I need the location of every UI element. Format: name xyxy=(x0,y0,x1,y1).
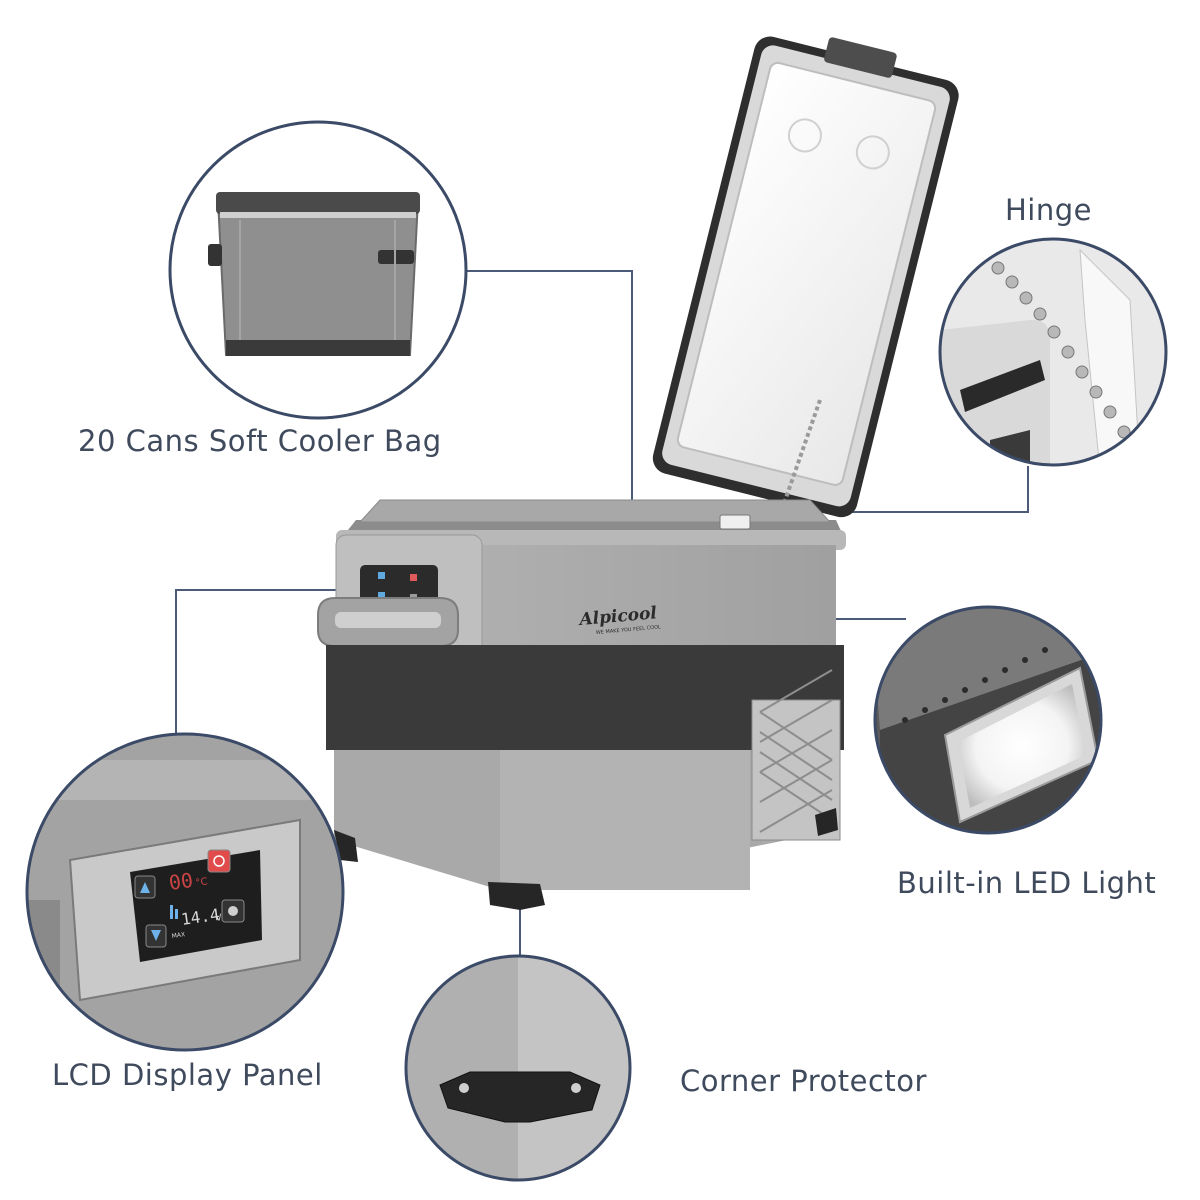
corner-left xyxy=(334,830,358,862)
corner-right xyxy=(815,808,838,836)
lcd-voltage-unit: V xyxy=(215,913,223,924)
bag-callout-circle xyxy=(168,120,468,420)
lcd-callout-circle: 00 °C 14.4 V MAX xyxy=(25,732,345,1052)
brand-tagline: WE MAKE YOU FEEL COOL xyxy=(596,624,662,636)
power-button xyxy=(207,849,231,873)
callout-line-bag xyxy=(466,270,633,513)
callout-line-hinge xyxy=(780,466,1029,513)
corner-protector-label: Corner Protector xyxy=(680,1064,927,1098)
lcd-temperature-readout: 00 xyxy=(167,868,194,895)
lcd-mode-label: MAX xyxy=(171,931,185,940)
led-light-label: Built-in LED Light xyxy=(897,866,1157,900)
arrow-down-icon xyxy=(151,930,161,941)
lcd-temperature-unit: °C xyxy=(195,876,208,889)
soft-cooler-bag-label: 20 Cans Soft Cooler Bag xyxy=(78,424,442,458)
corner-front xyxy=(488,882,545,910)
led-callout-circle xyxy=(873,605,1103,835)
fridge-lid xyxy=(652,36,959,518)
hinge-label: Hinge xyxy=(1005,193,1092,227)
callout-line-lcd xyxy=(175,589,412,735)
corner-callout-circle xyxy=(404,954,632,1182)
lcd-display-panel-label: LCD Display Panel xyxy=(52,1058,323,1092)
arrow-up-icon xyxy=(140,882,150,893)
power-icon xyxy=(213,855,225,867)
gear-icon xyxy=(228,906,238,916)
battery-bars xyxy=(170,905,178,919)
car-fridge: Alpicool WE MAKE YOU FEEL COOL xyxy=(317,36,959,910)
hinge-callout-circle xyxy=(938,237,1168,467)
